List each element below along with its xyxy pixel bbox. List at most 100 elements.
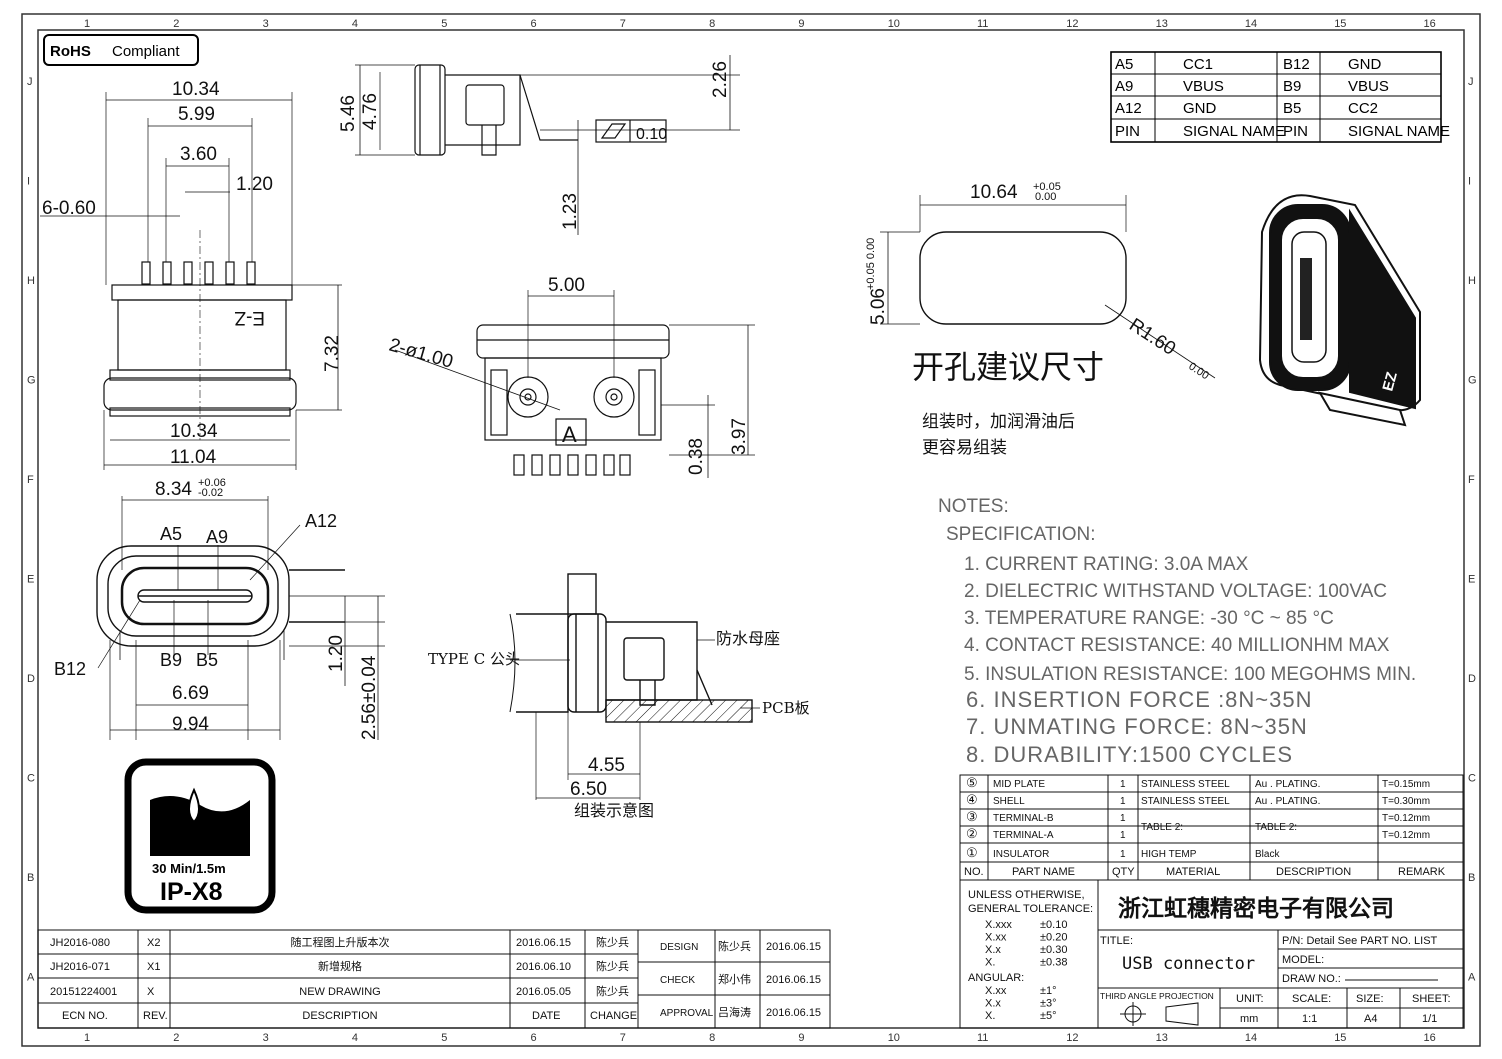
rev-description: 随工程图上升版本次: [291, 935, 390, 949]
tol-value: ±0.30: [1040, 944, 1067, 956]
bom-header-cell: PART NAME: [1012, 866, 1075, 878]
frame-col-label-bottom: 10: [888, 1032, 900, 1044]
approval-role: CHECK: [660, 975, 695, 986]
rev-change: 陈少兵: [596, 984, 629, 998]
model-label: MODEL:: [1282, 954, 1324, 966]
cutout-height: 5.06: [868, 288, 889, 325]
frame-col-label-bottom: 5: [441, 1032, 447, 1044]
frame-col-label-top: 4: [352, 18, 358, 30]
projection-label: THIRD ANGLE PROJECTION: [1100, 991, 1214, 1001]
bom-cell-material: STAINLESS STEEL: [1141, 779, 1230, 790]
rev-change: 陈少兵: [596, 959, 629, 973]
bom-cell-material: STAINLESS STEEL: [1141, 796, 1230, 807]
pcb-label: PCB板: [762, 699, 810, 717]
rev-description: NEW DRAWING: [299, 986, 380, 998]
bom-item-number: ②: [966, 826, 978, 841]
dim-mating-outer: 9.94: [172, 714, 209, 735]
tol-format: X.x: [985, 944, 1001, 956]
cutout-height-tol: +0.05 0.00: [865, 238, 877, 290]
frame-col-label-top: 1: [84, 18, 90, 30]
bom-header-cell: DESCRIPTION: [1276, 866, 1351, 878]
ip-x8-badge: 30 Min/1.5m IP-X8: [124, 758, 276, 914]
rev-description: 新增规格: [318, 959, 362, 973]
mating-face-view: [96, 496, 385, 740]
dim-side-offset: 2.26: [710, 61, 731, 98]
pin-table-cell: VBUS: [1183, 78, 1224, 95]
pin-table-cell: SIGNAL NAME: [1183, 123, 1285, 140]
receptacle-label: 防水母座: [716, 630, 780, 648]
drawing-title: USB connector: [1122, 954, 1255, 974]
frame-col-label-bottom: 2: [173, 1032, 179, 1044]
bom-cell-desc: Au . PLATING.: [1255, 796, 1320, 807]
dim-side-pin: 1.23: [560, 193, 581, 230]
pin-table-cell: PIN: [1115, 123, 1140, 140]
top-view: [40, 92, 342, 470]
dim-top-width: 10.34: [172, 79, 220, 100]
mating-tol-hi: +0.06: [198, 477, 226, 489]
rev-code: X2: [147, 937, 160, 949]
spec-item: 5. INSULATION RESISTANCE: 100 MEGOHMS MI…: [964, 664, 1416, 685]
assembly-view: [509, 573, 760, 800]
revision-block: [37, 929, 831, 1029]
tol-value: ±0.38: [1040, 957, 1067, 969]
notes-subheading: SPECIFICATION:: [946, 524, 1096, 545]
frame-col-label-bottom: 9: [798, 1032, 804, 1044]
approval-role: APPROVAL: [660, 1008, 714, 1019]
front-view: [394, 290, 755, 478]
bom-item-number: ⑤: [966, 775, 978, 790]
tol-angular: ANGULAR:: [968, 972, 1024, 984]
dim-top-inner: 3.60: [180, 144, 217, 165]
frame-row-label-right: H: [1468, 275, 1476, 287]
dim-mating-height: 2.56±0.04: [359, 655, 380, 740]
spec-item: 6. INSERTION FORCE :8N~35N: [966, 687, 1313, 712]
frame-col-label-top: 6: [531, 18, 537, 30]
approval-name: 郑小伟: [718, 972, 751, 986]
rev-ecn: JH2016-080: [50, 937, 110, 949]
bom-cell-material: TABLE 2:: [1141, 822, 1183, 833]
rev-ecn: 20151224001: [50, 986, 117, 998]
rohs-text: Compliant: [112, 43, 180, 60]
pin-label-b9: B9: [160, 650, 182, 670]
bom-cell-part: MID PLATE: [993, 779, 1045, 790]
bom-header-cell: NO.: [964, 866, 984, 878]
pin-table-cell: B5: [1283, 100, 1301, 117]
approval-name: 陈少兵: [718, 939, 751, 953]
approval-date: 2016.06.15: [766, 974, 821, 986]
frame-row-label-left: G: [27, 375, 36, 387]
pin-table-cell: GND: [1183, 100, 1217, 117]
flatness-value: 0.10: [636, 126, 667, 143]
frame-col-label-top: 8: [709, 18, 715, 30]
part-number: P/N: Detail See PART NO. LIST: [1282, 935, 1438, 947]
pin-label-a9: A9: [206, 527, 228, 547]
frame-row-label-left: I: [27, 176, 30, 188]
dim-front-standoff: 0.38: [686, 438, 707, 475]
frame-col-label-top: 15: [1334, 18, 1346, 30]
frame-row-label-left: E: [27, 574, 34, 586]
frame-row-label-right: C: [1468, 773, 1476, 785]
frame-row-label-right: D: [1468, 673, 1476, 685]
angle-value: ±5°: [1040, 1010, 1057, 1022]
bom-header-cell: QTY: [1112, 866, 1135, 878]
ip-depth-text: 30 Min/1.5m: [152, 861, 226, 876]
unit-value: mm: [1240, 1013, 1258, 1025]
bom-item-number: ①: [966, 845, 978, 860]
dim-top-pitch-span: 5.99: [178, 104, 215, 125]
size-value: A4: [1364, 1013, 1377, 1025]
tol-format: X.xxx: [985, 919, 1012, 931]
cutout-width: 10.64: [970, 182, 1018, 203]
angle-format: X.: [985, 1010, 995, 1022]
dim-side-height: 5.46: [338, 95, 359, 132]
frame-row-label-left: B: [27, 872, 34, 884]
approval-date: 2016.06.15: [766, 941, 821, 953]
ip-rating-text: IP-X8: [160, 878, 223, 906]
frame-col-label-top: 9: [798, 18, 804, 30]
pin-table-cell: VBUS: [1348, 78, 1389, 95]
bom-cell-qty: 1: [1120, 849, 1126, 860]
dim-top-body-width: 10.34: [170, 421, 218, 442]
sheet-value: 1/1: [1422, 1013, 1437, 1025]
rohs-badge: RoHS Compliant: [43, 34, 199, 66]
frame-row-label-right: E: [1468, 574, 1475, 586]
pin-label-a5: A5: [160, 524, 182, 544]
